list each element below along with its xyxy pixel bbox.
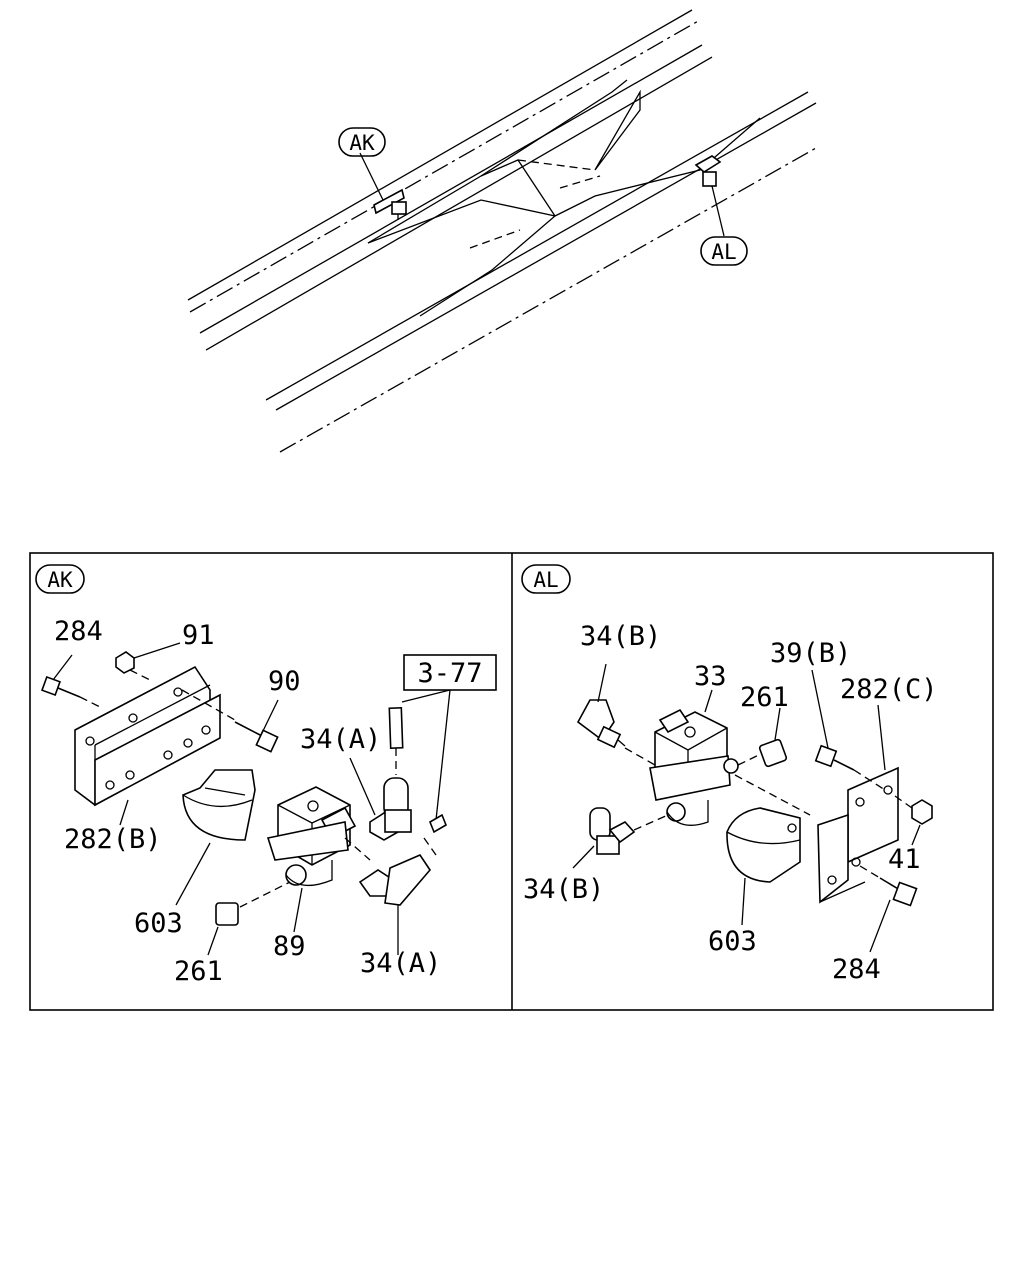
fitting-34a-top <box>349 757 412 841</box>
label-261: 261 <box>174 956 223 987</box>
label-261-al: 261 <box>740 682 789 713</box>
svg-text:AL: AL <box>711 240 736 264</box>
callout-al: AL <box>700 236 748 266</box>
svg-text:AL: AL <box>533 568 558 592</box>
bolt-284 <box>41 654 101 708</box>
panel-ak: AK 3-77 <box>35 564 497 987</box>
label-34a-top: 34(A) <box>300 724 381 755</box>
label-34b-bottom: 34(B) <box>523 874 604 905</box>
valve-ak-location <box>359 152 407 220</box>
bracket-282c <box>817 704 899 904</box>
label-34b-top: 34(B) <box>580 621 661 652</box>
reference-box-3-77: 3-77 <box>401 654 497 821</box>
plug-261-al <box>758 707 788 768</box>
hose <box>388 706 447 856</box>
panel-ak-header: AK <box>35 564 85 594</box>
bolt-284-al <box>859 865 918 953</box>
label-282c: 282(C) <box>840 674 938 705</box>
bracket-282b <box>74 665 221 807</box>
label-603: 603 <box>134 908 183 939</box>
bolt-39b <box>811 669 886 791</box>
nut-91 <box>115 642 181 681</box>
fitting-34b-top <box>576 663 656 766</box>
fitting-34a-bottom <box>358 854 432 955</box>
nut-41 <box>894 795 933 846</box>
label-89: 89 <box>273 931 306 962</box>
label-284-al: 284 <box>832 954 881 985</box>
valve-33 <box>649 689 811 826</box>
svg-text:3-77: 3-77 <box>417 658 482 689</box>
svg-text:AK: AK <box>349 131 375 155</box>
label-39b: 39(B) <box>770 638 851 669</box>
label-284: 284 <box>54 616 103 647</box>
label-33: 33 <box>694 661 727 692</box>
label-90: 90 <box>268 666 301 697</box>
bolt-90 <box>181 689 279 753</box>
svg-text:AK: AK <box>47 568 73 592</box>
cover-603 <box>175 769 256 906</box>
cover-603-al <box>726 807 801 926</box>
label-34a-bottom: 34(A) <box>360 948 441 979</box>
label-603-al: 603 <box>708 926 757 957</box>
label-41: 41 <box>888 844 921 875</box>
chassis-frame-overview: AK AL <box>187 9 817 453</box>
label-282b: 282(B) <box>64 824 162 855</box>
fitting-34b-bottom <box>572 807 669 869</box>
panel-al: AL <box>521 564 938 985</box>
panel-al-header: AL <box>521 564 571 594</box>
valve-al-location <box>694 155 725 237</box>
plug-261 <box>207 902 239 956</box>
label-91: 91 <box>182 620 215 651</box>
valve-89 <box>239 786 371 933</box>
callout-ak: AK <box>338 127 386 157</box>
